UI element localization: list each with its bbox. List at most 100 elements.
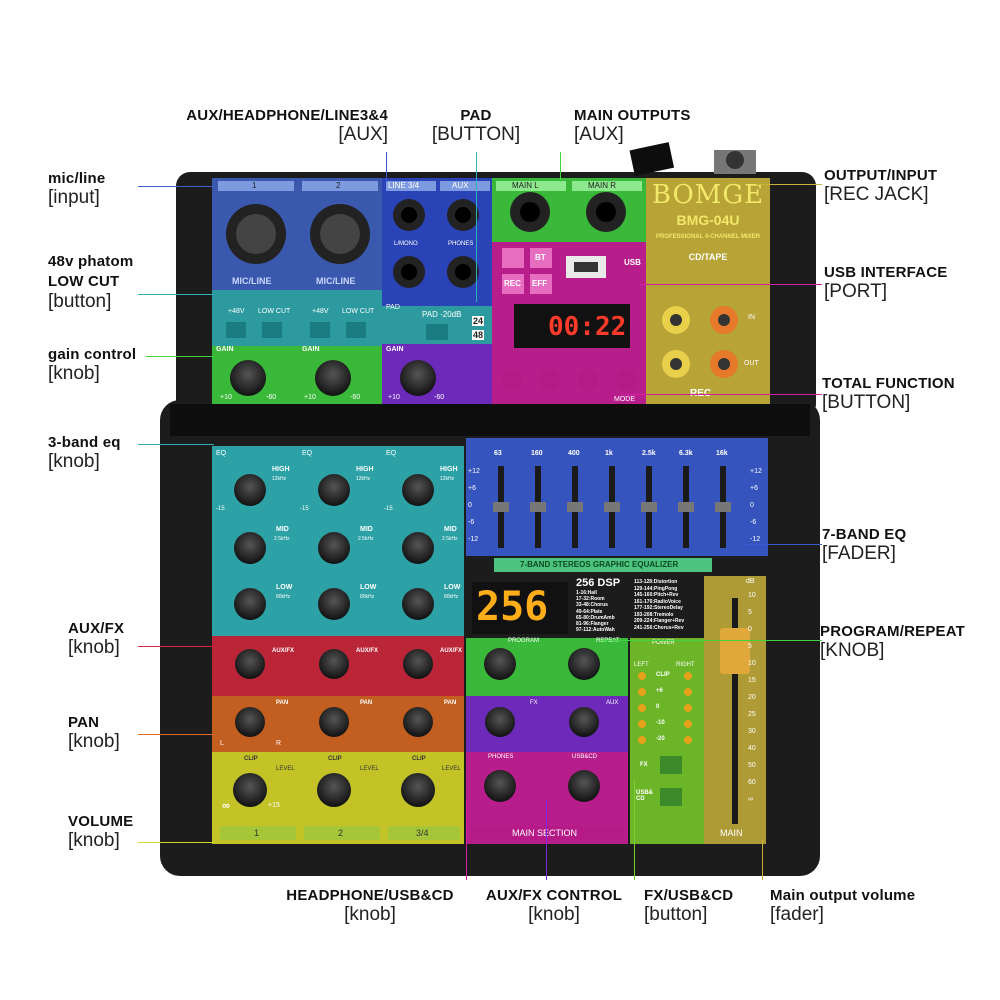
callout-auxfx-ctrl-title: AUX/FX CONTROL	[485, 887, 623, 904]
callout-hp-usb-sub: [knob]	[344, 904, 396, 926]
high-freq-2: 12kHz	[356, 476, 371, 482]
fader-scale-label: 30	[748, 728, 756, 735]
power-switch-icon	[629, 142, 675, 176]
dsp-list-right-item: 161-176:RadioVoice	[634, 598, 681, 605]
usbcd-knob	[568, 770, 600, 802]
geq-scale-left: 0	[468, 502, 472, 509]
eq-min-3: -15	[384, 506, 393, 512]
geq-scale-right: -12	[750, 536, 761, 543]
leader-main-out	[560, 152, 561, 182]
pan-knobs	[235, 707, 433, 737]
tagline: PROFESSIONAL 4-CHANNEL MIXER	[655, 234, 761, 240]
ch1-label: 1	[252, 181, 257, 190]
aux-jack-label: AUX	[452, 181, 469, 190]
meter-label: CLIP	[656, 672, 670, 678]
dsp-list-left-item: 49-64:Plate	[576, 608, 603, 615]
main-section-label: MAIN SECTION	[512, 828, 578, 838]
gain-min-1: +10	[220, 394, 232, 401]
leader-out-in	[756, 184, 822, 185]
callout-gain-title: gain control	[48, 346, 137, 363]
callout-main-out: MAIN OUTPUTS [AUX]	[574, 107, 691, 146]
pad20-label: PAD -20dB	[422, 310, 462, 319]
callout-prog-title: PROGRAM/REPEAT	[820, 623, 966, 640]
zone-fx-aux-main	[466, 696, 628, 752]
high-label-3: HIGH	[440, 466, 458, 473]
dsp-list-left-item: 97-112:AutoWah	[576, 627, 615, 634]
pan-label-3: PAN	[444, 700, 457, 706]
48v-button-2	[310, 322, 330, 338]
callout-prog: PROGRAM/REPEAT [KNOB]	[820, 623, 965, 662]
dsp-list-left-item: 81-96:Flanger	[576, 621, 609, 627]
low-label-2: LOW	[360, 584, 377, 591]
leader-volume	[138, 842, 214, 843]
main-l-jack	[510, 192, 550, 232]
aux-knob-label: AUX	[606, 700, 619, 706]
gain-max-2: -60	[350, 394, 361, 401]
geq-scale-right: -6	[750, 519, 757, 526]
callout-auxfx-sub: [knob]	[68, 637, 120, 659]
meter-leds	[638, 672, 692, 744]
geq-freq-label: 1k	[605, 450, 613, 457]
usbcd-button-label: USB& CD	[636, 790, 654, 802]
low-label-3: LOW	[444, 584, 461, 591]
geq-scale-right: +12	[750, 468, 762, 475]
phones-knob	[484, 770, 516, 802]
callout-phantom-title2: LOW CUT	[48, 273, 120, 291]
program-label: PROGRAM	[508, 638, 540, 644]
callout-eq3-title: 3-band eq	[48, 434, 121, 451]
mid-freq-1: 2.5kHz	[274, 536, 290, 542]
eq-knobs	[234, 474, 434, 620]
pad-label: PAD	[386, 304, 400, 311]
lowcut-button-2	[346, 322, 366, 338]
gain-max-34: -60	[434, 394, 445, 401]
leader-prog	[600, 640, 822, 641]
main-fader-cap	[720, 628, 750, 674]
geq-fader-caps	[493, 502, 731, 512]
leader-eq3	[138, 444, 214, 445]
vol-max-1: +15	[268, 802, 280, 809]
low-freq-2: 80kHz	[360, 594, 375, 600]
48v-label-1: +48V	[228, 308, 245, 315]
geq-scale-left: -6	[468, 519, 475, 526]
fader-scale-label: 5	[748, 609, 752, 616]
xlr-jacks	[218, 181, 378, 264]
lmono-label: L/MONO	[394, 241, 418, 247]
usb-port-icon	[566, 256, 606, 278]
rca-out-l	[662, 350, 690, 378]
line34-label: LINE 3/4	[388, 181, 420, 190]
db-label: dB	[746, 578, 755, 585]
callout-gain-sub: [knob]	[48, 363, 100, 385]
vol-inf-1: ∞	[222, 800, 230, 812]
eff-label: EFF	[532, 279, 548, 288]
zone-pan	[212, 696, 464, 752]
dsp-list-left-item: 17-32:Room	[576, 596, 605, 603]
rec-btn-label: REC	[504, 279, 521, 288]
mixer-hinge	[170, 404, 810, 436]
callout-phantom: 48v phatom LOW CUT [button]	[48, 253, 133, 312]
auxfx-knobs	[235, 649, 433, 679]
gain-label-34: GAIN	[386, 346, 404, 353]
aux-knob	[569, 707, 599, 737]
callout-mic-line-sub: [input]	[48, 187, 100, 209]
low-freq-1: 80kHz	[276, 594, 291, 600]
callout-eq7-sub: [FADER]	[822, 543, 896, 565]
meter-label: 0	[656, 704, 660, 710]
callout-pan-sub: [knob]	[68, 731, 120, 753]
lowcut-button-1	[262, 322, 282, 338]
high-freq-1: 12kHz	[272, 476, 287, 482]
right-label: RIGHT	[676, 662, 695, 668]
low-label-1: LOW	[276, 584, 293, 591]
geq-scale-left: -12	[468, 536, 479, 543]
rca-out-r	[710, 350, 738, 378]
left-label: LEFT	[634, 662, 649, 668]
auxfx-label-2: AUX/FX	[356, 648, 379, 654]
callout-main-out-title: MAIN OUTPUTS	[574, 107, 691, 124]
callout-usb: USB INTERFACE [PORT]	[824, 264, 947, 303]
eq-label-1: EQ	[216, 450, 227, 457]
meter-label: -10	[656, 720, 665, 726]
fader-scale-label: 10	[748, 592, 756, 599]
callout-mic-line: mic/line [input]	[48, 170, 105, 209]
callout-aux-hp-sub: [AUX]	[338, 124, 388, 146]
in-label: IN	[748, 314, 755, 321]
